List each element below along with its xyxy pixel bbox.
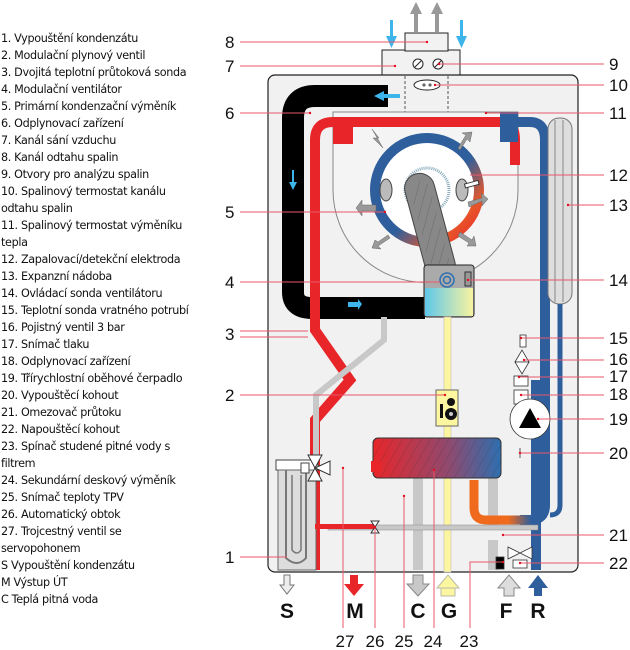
callout-24: 24 [424,632,443,650]
legend-item-2: 2. Modulační plynový ventil [1,49,146,62]
expansion-vessel [547,117,573,305]
callout-21: 21 [609,526,628,545]
connection-label-F: F [500,600,513,623]
legend-item-6: 6. Odplynovací zařízení [1,117,124,130]
gas-valve [435,389,459,427]
legend-item-16: 16. Pojistný ventil 3 bar [1,321,125,334]
legend-item-12: 12. Zapalovací/detekční elektroda [1,253,181,266]
legend: 1. Vypouštění kondenzátu 2. Modulační ply… [1,30,216,608]
flue-duct [282,85,425,319]
callout-9: 9 [609,55,618,74]
callout-8: 8 [225,33,234,52]
callout-7: 7 [225,57,234,76]
callouts-right: 9 10 11 12 13 14 15 16 17 18 19 20 21 22 [433,55,628,573]
legend-item-9: 9. Otvory pro analýzu spalin [1,168,149,181]
legend-item-8: 8. Kanál odtahu spalin [1,151,119,164]
callout-6: 6 [225,104,234,123]
connection-arrows [278,574,548,597]
legend-item-19: 19. Třírychlostní oběhové čerpadlo [1,372,183,385]
legend-item-27: 27. Trojcestný ventil se servopohonem [1,525,122,555]
callout-4: 4 [225,273,234,292]
three-way-valve [300,454,331,482]
legend-item-S: S Vypouštění kondenzátu [1,559,135,572]
legend-item-4: 4. Modulační ventilátor [1,83,122,96]
legend-item-C: C Teplá pitná voda [1,593,99,606]
callout-18: 18 [609,385,628,404]
callout-3: 3 [225,325,234,344]
callouts-left: 8 7 6 5 4 3 2 1 [225,33,447,567]
legend-item-22: 22. Napouštěcí kohout [1,423,120,436]
legend-item-21: 21. Omezovač průtoku [1,406,122,419]
callout-11: 11 [609,104,627,123]
callout-14: 14 [609,271,628,290]
callout-19: 19 [609,410,628,429]
legend-item-17: 17. Snímač tlaku [1,338,90,351]
legend-item-5: 5. Primární kondenzační výměník [1,100,176,113]
legend-item-18: 18. Odplynovací zařízení [1,355,131,368]
legend-item-23: 23. Spínač studené pitné vody s filtrem [1,440,170,470]
legend-item-20: 20. Vypouštěcí kohout [1,389,119,402]
legend-item-26: 26. Automatický obtok [1,508,121,521]
callout-17: 17 [609,367,628,386]
legend-item-15: 15. Teplotní sonda vratného potrubí [1,304,189,317]
secondary-plate-exchanger [371,437,502,479]
callout-2: 2 [225,386,234,405]
modulating-fan [423,264,475,318]
air-flow-arrow-icon [289,91,400,310]
flame-arrows [355,128,489,250]
legend-item-11: 11. Spalinový termostat výměníku tepla [1,219,183,249]
callout-10: 10 [609,76,628,95]
callout-25: 25 [395,632,414,650]
callouts-bottom: 27 26 25 24 23 [336,466,505,650]
callout-20: 20 [609,444,628,463]
callout-26: 26 [366,632,385,650]
exhaust-arrow-icon [410,2,443,32]
connection-label-S: S [280,600,294,623]
callout-16: 16 [609,350,628,369]
safety-devices [509,334,551,458]
connection-label-R: R [530,600,545,623]
condensate-trap [275,459,319,571]
callout-12: 12 [609,166,628,185]
callout-15: 15 [609,329,628,348]
connection-label-G: G [441,600,457,623]
callout-1: 1 [225,548,234,567]
callout-23: 23 [460,632,479,650]
connection-label-C: C [410,600,425,623]
legend-item-3: 3. Dvojitá teplotní průtoková sonda [1,66,187,79]
legend-item-24: 24. Sekundární deskový výměník [1,474,176,487]
legend-item-25: 25. Snímač teploty TPV [1,491,124,504]
legend-item-14: 14. Ovládací sonda ventilátoru [1,287,163,300]
connection-label-M: M [346,600,364,623]
legend-item-1: 1. Vypouštění kondenzátu [1,32,138,45]
callout-5: 5 [225,203,234,222]
connection-labels: S M C G F R [280,600,546,623]
callout-27: 27 [336,632,355,650]
legend-item-7: 7. Kanál sání vzduchu [1,134,116,147]
legend-item-13: 13. Expanzní nádoba [1,270,112,283]
legend-item-10: 10. Spalinový termostat kanálu odtahu sp… [1,185,166,215]
legend-item-M: M Výstup ÚT [1,576,68,589]
callout-13: 13 [609,196,628,215]
callout-22: 22 [609,554,628,573]
